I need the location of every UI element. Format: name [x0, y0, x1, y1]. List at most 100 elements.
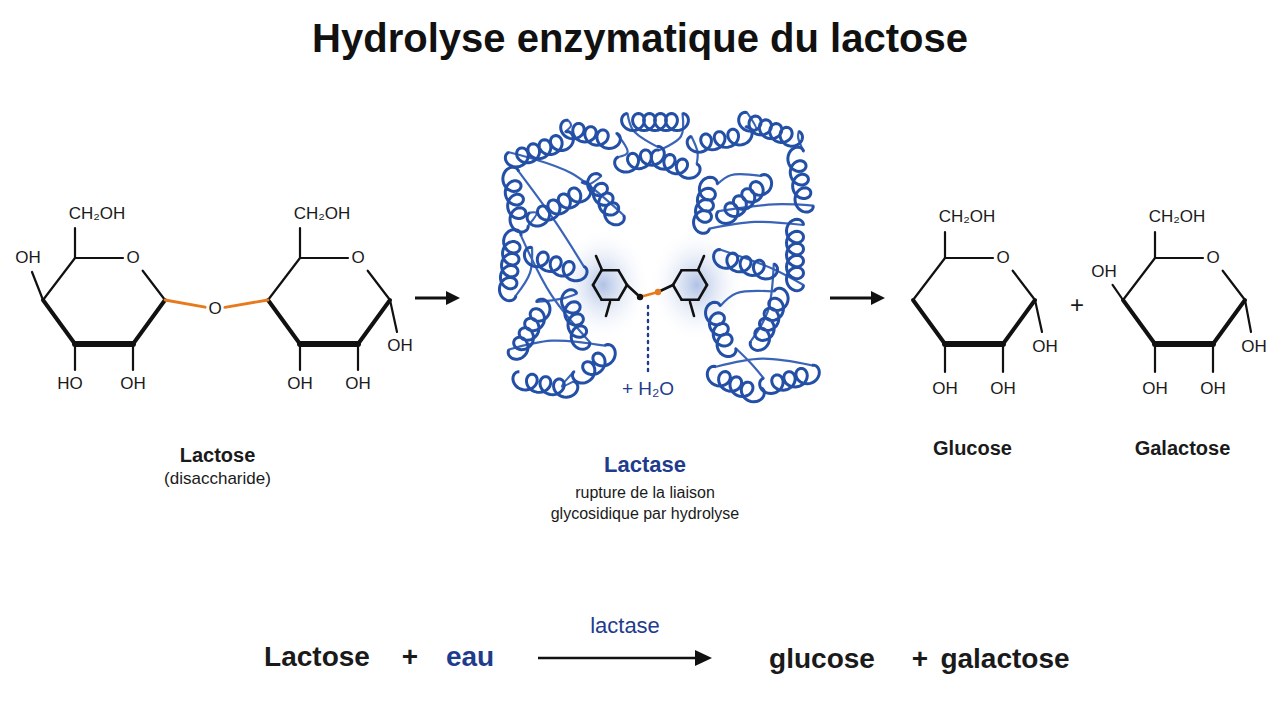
alpha-helix: [572, 344, 615, 383]
substrate-bond: [602, 298, 619, 301]
atom-label: OH: [1200, 379, 1226, 399]
alpha-helix: [760, 365, 820, 393]
ring-bond: [43, 300, 75, 344]
alpha-helix: [651, 150, 700, 178]
diagram-title: Hydrolyse enzymatique du lactose: [0, 14, 1280, 62]
ring-bond: [1213, 300, 1245, 344]
alpha-helix: [717, 175, 772, 224]
atom-label: CH₂OH: [69, 204, 126, 224]
alpha-helix: [714, 250, 778, 279]
protein-loop: [659, 114, 683, 151]
equation-term: glucose: [769, 643, 875, 675]
atom-label: OH: [287, 374, 313, 394]
glycosidic-bond: [165, 300, 205, 307]
atom-label: OH: [120, 374, 146, 394]
atom-label: OH: [1032, 337, 1058, 357]
substrate-bond: [682, 269, 699, 272]
substituent-bond: [74, 344, 76, 370]
substituent-bond: [32, 272, 43, 300]
enzyme-action: rupture de la liaison glycosidique par h…: [535, 483, 755, 525]
alpha-helix: [562, 290, 590, 350]
alpha-helix: [739, 112, 803, 146]
substrate-bond: [593, 285, 602, 300]
substituent-bond: [299, 344, 301, 370]
glycosidic-bond: [225, 300, 268, 307]
ring-bond: [1155, 341, 1213, 347]
molecule-node: Lactose(disaccharide): [20, 195, 415, 500]
substrate-bond: [596, 256, 602, 270]
molecule-bonds: [32, 228, 1251, 372]
substrate-bond: [606, 302, 610, 316]
atom-label: HO: [57, 374, 83, 394]
ring-bond: [913, 258, 945, 300]
ring-bond: [75, 257, 123, 259]
equation-term: eau: [446, 641, 494, 673]
substituent-bond: [357, 344, 359, 370]
alpha-helix: [524, 247, 587, 280]
molecule-node: Glucose: [885, 195, 1060, 467]
substrate-bond: [602, 269, 619, 272]
ring-bond: [1123, 300, 1155, 344]
ring-bond: [913, 300, 945, 344]
substrate-bond: [698, 256, 704, 270]
alpha-helix: [787, 219, 804, 290]
alpha-helix: [588, 174, 625, 225]
substrate-bond: [673, 285, 682, 300]
substituent-bond: [390, 300, 397, 332]
substituent-bond: [944, 232, 946, 258]
substituent-bond: [74, 228, 76, 258]
molecule-node: Galactose: [1095, 195, 1270, 467]
atom-label: CH₂OH: [939, 207, 996, 227]
atom-label: CH₂OH: [1149, 207, 1206, 227]
substrate-bond: [673, 270, 682, 285]
protein-ribbon: [499, 112, 819, 402]
reaction-arrow: [415, 297, 452, 300]
protein-loop: [716, 359, 812, 367]
equation-arrow-head: [695, 650, 712, 666]
ring-bond: [1123, 258, 1155, 300]
ring-bond: [133, 300, 165, 344]
substituent-bond: [299, 228, 301, 258]
substituent-bond: [1245, 300, 1251, 332]
ring-bond: [1013, 271, 1035, 300]
substrate-bond: [690, 302, 694, 316]
ring-bond: [945, 341, 1003, 347]
substituent-bond: [1113, 285, 1123, 300]
ring-bond: [945, 257, 993, 259]
ring-bond: [75, 341, 133, 347]
alpha-helix: [513, 372, 578, 397]
alpha-helix: [750, 288, 788, 350]
ring-bond: [358, 300, 390, 344]
equation-enzyme: lactase: [590, 613, 660, 638]
equation-arrow-shaft: [538, 657, 698, 660]
protein-loop: [720, 291, 774, 306]
substrate-bond: [682, 298, 699, 301]
ring-bond: [268, 300, 300, 344]
ring-bond: [268, 258, 300, 300]
atom-label: OH: [990, 379, 1016, 399]
substituent-bond: [1212, 344, 1214, 372]
enzyme-node: Lactase rupture de la liaison glycosidiqu…: [460, 105, 830, 533]
substrate-bond: [593, 270, 602, 285]
substrate-bond: [699, 270, 708, 285]
ring-bond: [300, 257, 348, 259]
alpha-helix: [508, 299, 550, 359]
ring-bond: [1003, 300, 1035, 344]
protein-loop: [736, 348, 764, 378]
substituent-bond: [132, 344, 134, 370]
molecule-name: Galactose: [1135, 435, 1231, 461]
alpha-helix: [788, 147, 813, 212]
alpha-helix: [694, 177, 718, 233]
alpha-helix: [503, 167, 528, 232]
protein-loop: [565, 120, 571, 131]
reaction-arrow: [830, 297, 877, 300]
molecule-name: Lactose: [180, 442, 256, 468]
ring-bond: [43, 258, 75, 300]
ring-bond: [143, 271, 165, 300]
equation-term: Lactose: [264, 641, 370, 673]
enzyme-name: Lactase: [604, 451, 686, 480]
ring-bond: [300, 341, 358, 347]
atom-label: OH: [1091, 262, 1117, 282]
reaction-plus: +: [1070, 291, 1084, 319]
